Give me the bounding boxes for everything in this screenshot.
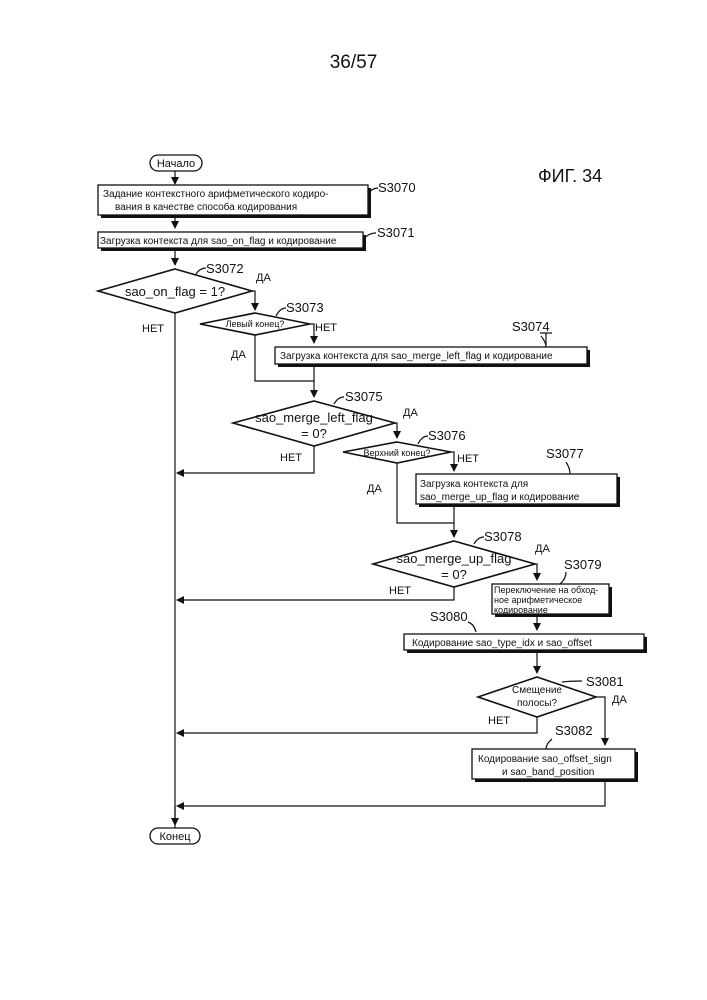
s3077-id: S3077 xyxy=(546,446,584,461)
end-label: Конец xyxy=(159,831,191,843)
s3079-line2: ное арифметическое xyxy=(494,595,582,605)
s3075-line2: = 0? xyxy=(301,426,327,441)
s3077-leader xyxy=(566,462,570,474)
step-s3074-box: Загрузка контекста для sao_merge_left_fl… xyxy=(275,347,590,367)
s3073-leader xyxy=(276,308,286,316)
s3071-id: S3071 xyxy=(377,225,415,240)
s3072-id: S3072 xyxy=(206,261,244,276)
s3080-text: Кодирование sao_type_idx и sao_offset xyxy=(412,638,592,649)
s3079-leader xyxy=(560,572,566,584)
figure-label: ФИГ. 34 xyxy=(538,166,602,186)
s3077-line2: sao_merge_up_flag и кодирование xyxy=(420,492,580,503)
decision-s3078: sao_merge_up_flag = 0? xyxy=(373,541,535,587)
s3078-id: S3078 xyxy=(484,529,522,544)
s3076-text: Верхний конец? xyxy=(363,448,430,458)
step-s3079-box: Переключение на обход- ное арифметическо… xyxy=(492,584,612,617)
decision-s3076: Верхний конец? xyxy=(343,442,451,463)
s3075-line1: sao_merge_left_flag xyxy=(255,410,373,425)
s3078-yes: ДА xyxy=(535,543,550,555)
s3075-yes: ДА xyxy=(403,407,418,419)
s3076-yes: ДА xyxy=(367,483,382,495)
end-terminator: Конец xyxy=(150,828,200,844)
decision-s3073: Левый конец? xyxy=(200,313,310,335)
s3070-line1: Задание контекстного арифметического код… xyxy=(103,188,328,200)
arrow-s3082-to-end xyxy=(177,779,605,806)
s3078-no: НЕТ xyxy=(389,585,411,597)
step-s3077-box: Загрузка контекста для sao_merge_up_flag… xyxy=(416,474,620,507)
s3081-id: S3081 xyxy=(586,674,624,689)
s3081-no: НЕТ xyxy=(488,715,510,727)
s3082-line1: Кодирование sao_offset_sign xyxy=(478,754,612,765)
s3078-line2: = 0? xyxy=(441,567,467,582)
s3078-leader xyxy=(474,537,484,544)
s3074-leader xyxy=(541,336,546,347)
start-terminator: Начало xyxy=(150,155,202,171)
arrow-s3075-yes xyxy=(395,423,397,438)
s3076-no: НЕТ xyxy=(457,453,479,465)
s3079-line3: кодирование xyxy=(494,605,548,615)
s3078-line1: sao_merge_up_flag xyxy=(397,551,512,566)
arrow-s3073-no xyxy=(310,324,314,343)
decision-s3081: Смещение полосы? xyxy=(478,677,596,717)
s3081-leader xyxy=(562,681,582,682)
s3081-line2: полосы? xyxy=(517,698,557,709)
arrow-s3072-yes xyxy=(252,291,255,310)
s3072-no: НЕТ xyxy=(142,323,164,335)
arrow-s3078-no xyxy=(177,587,454,600)
s3081-line1: Смещение xyxy=(512,685,562,696)
s3072-yes: ДА xyxy=(256,272,271,284)
s3073-id: S3073 xyxy=(286,300,324,315)
s3074-text: Загрузка контекста для sao_merge_left_fl… xyxy=(280,351,553,362)
s3082-id: S3082 xyxy=(555,723,593,738)
s3073-text: Левый конец? xyxy=(226,319,285,329)
s3080-id: S3080 xyxy=(430,609,468,624)
s3082-line2: и sao_band_position xyxy=(502,767,594,778)
s3076-leader xyxy=(418,436,428,444)
s3080-leader xyxy=(468,622,476,632)
s3079-line1: Переключение на обход- xyxy=(494,585,598,595)
s3072-leader xyxy=(196,268,206,274)
s3073-no: НЕТ xyxy=(315,322,337,334)
arrow-s3081-no xyxy=(177,717,537,733)
s3074-id: S3074 xyxy=(512,319,550,334)
arrow-s3081-yes xyxy=(596,697,605,745)
s3081-yes: ДА xyxy=(612,694,627,706)
arrow-s3076-no xyxy=(451,452,454,471)
s3077-line1: Загрузка контекста для xyxy=(420,479,528,490)
s3079-id: S3079 xyxy=(564,557,602,572)
step-s3082-box: Кодирование sao_offset_sign и sao_band_p… xyxy=(472,749,638,782)
arrow-s3078-yes xyxy=(535,564,537,580)
s3075-id: S3075 xyxy=(345,389,383,404)
s3072-text: sao_on_flag = 1? xyxy=(125,284,225,299)
step-s3071-box: Загрузка контекста для sao_on_flag и код… xyxy=(98,232,366,251)
start-label: Начало xyxy=(157,158,195,170)
step-s3070-box: Задание контекстного арифметического код… xyxy=(98,185,371,218)
s3076-id: S3076 xyxy=(428,428,466,443)
s3073-yes: ДА xyxy=(231,349,246,361)
decision-s3075: sao_merge_left_flag = 0? xyxy=(233,401,395,446)
step-s3080-box: Кодирование sao_type_idx и sao_offset xyxy=(404,634,647,653)
s3070-line2: вания в качестве способа кодирования xyxy=(115,201,297,213)
s3070-id: S3070 xyxy=(378,180,416,195)
s3075-leader xyxy=(334,397,344,404)
s3075-no: НЕТ xyxy=(280,452,302,464)
s3082-leader xyxy=(546,739,552,749)
s3071-text: Загрузка контекста для sao_on_flag и код… xyxy=(100,236,337,247)
